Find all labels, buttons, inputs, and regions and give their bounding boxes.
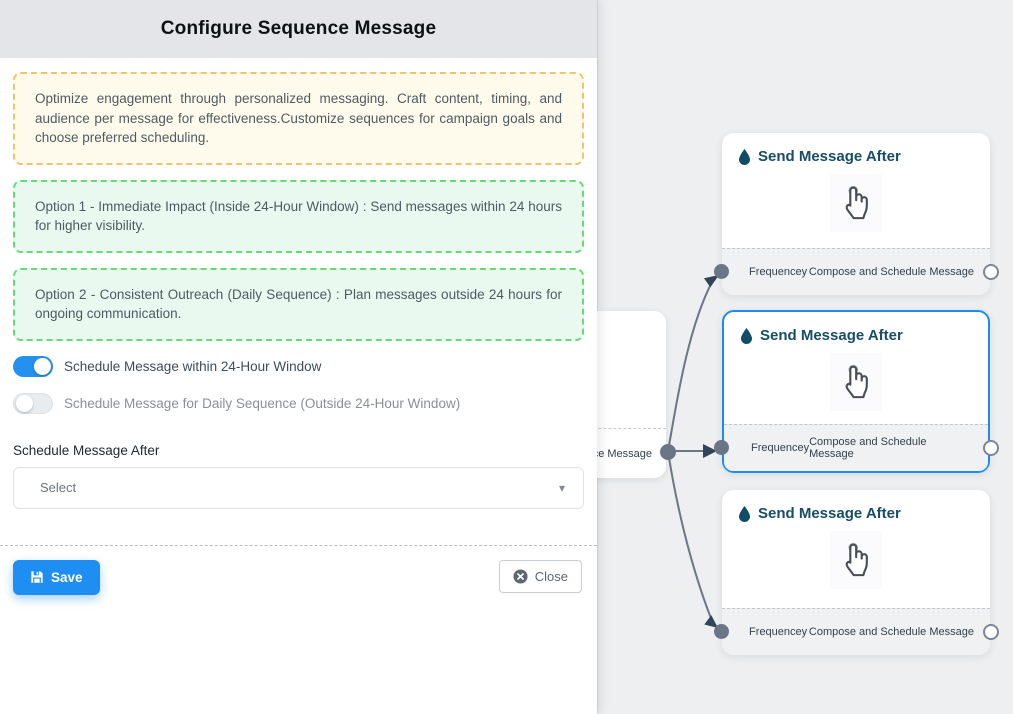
node-title: Send Message After bbox=[758, 505, 901, 522]
frequency-handle-label: Frequencey bbox=[749, 626, 808, 638]
hand-pointer-icon bbox=[845, 364, 868, 399]
toggle-24hour-window[interactable] bbox=[13, 355, 53, 377]
hand-pointer-icon bbox=[845, 542, 868, 577]
source-handle-ring[interactable] bbox=[983, 440, 999, 456]
save-icon bbox=[31, 571, 43, 583]
parent-node-handle-label: ce Message bbox=[592, 447, 652, 460]
tap-icon-box bbox=[830, 353, 882, 411]
node-footer: Frequencey Compose and Schedule Message bbox=[722, 608, 990, 655]
flow-edge-top[interactable] bbox=[667, 281, 713, 452]
node-footer: Frequencey Compose and Schedule Message bbox=[724, 424, 988, 471]
schedule-after-select[interactable]: Select ▾ bbox=[13, 466, 584, 509]
modal-header: Configure Sequence Message bbox=[0, 0, 597, 58]
option1-note: Option 1 - Immediate Impact (Inside 24-H… bbox=[13, 179, 584, 253]
target-handle-dot[interactable] bbox=[714, 264, 729, 279]
chevron-down-icon: ▾ bbox=[558, 480, 565, 495]
target-handle-dot[interactable] bbox=[714, 440, 729, 455]
source-handle-dot[interactable] bbox=[660, 444, 676, 460]
flow-canvas[interactable]: ce Message Send Message After Frequencey… bbox=[534, 0, 1013, 714]
compose-handle-label: Compose and Schedule Message bbox=[808, 266, 974, 278]
hand-pointer-icon bbox=[845, 185, 868, 220]
compose-handle-label: Compose and Schedule Message bbox=[809, 436, 927, 460]
close-circle-icon bbox=[513, 568, 528, 584]
flow-edge-bottom[interactable] bbox=[667, 450, 713, 622]
save-button-label: Save bbox=[51, 569, 83, 585]
water-drop-icon bbox=[741, 327, 752, 344]
node-send-message-after-3[interactable]: Send Message After Frequencey Compose an… bbox=[714, 490, 999, 655]
select-value: Select bbox=[40, 480, 77, 495]
frequency-handle-label: Frequencey bbox=[749, 266, 808, 278]
source-handle-ring[interactable] bbox=[983, 624, 999, 640]
close-button-label: Close bbox=[534, 568, 568, 584]
close-button[interactable]: Close bbox=[498, 559, 582, 593]
schedule-after-label: Schedule Message After bbox=[13, 442, 160, 458]
node-send-message-after-1[interactable]: Send Message After Frequencey Compose an… bbox=[714, 133, 999, 295]
footer-divider bbox=[0, 544, 597, 546]
node-send-message-after-2[interactable]: Send Message After Frequencey Compose an… bbox=[714, 310, 999, 473]
option2-note: Option 2 - Consistent Outreach (Daily Se… bbox=[13, 267, 584, 341]
toggle-knob bbox=[16, 394, 33, 412]
save-button[interactable]: Save bbox=[13, 559, 100, 595]
node-footer: Frequencey Compose and Schedule Message bbox=[722, 248, 990, 295]
source-handle-ring[interactable] bbox=[983, 264, 999, 280]
tap-icon-box bbox=[830, 531, 882, 589]
water-drop-icon bbox=[739, 148, 750, 165]
toggle-daily-sequence[interactable] bbox=[13, 392, 53, 414]
target-handle-dot[interactable] bbox=[714, 624, 729, 639]
tap-icon-box bbox=[830, 174, 882, 232]
modal-title: Configure Sequence Message bbox=[160, 18, 437, 39]
node-title: Send Message After bbox=[758, 148, 901, 165]
intro-note: Optimize engagement through personalized… bbox=[13, 72, 584, 165]
toggle-24hour-window-label: Schedule Message within 24-Hour Window bbox=[64, 358, 322, 374]
toggle-knob bbox=[34, 357, 51, 375]
water-drop-icon bbox=[739, 505, 750, 522]
node-title: Send Message After bbox=[760, 327, 903, 344]
configure-sequence-modal: Configure Sequence Message Optimize enga… bbox=[0, 0, 597, 595]
compose-handle-label: Compose and Schedule Message bbox=[808, 626, 974, 638]
frequency-handle-label: Frequencey bbox=[751, 442, 810, 454]
toggle-daily-sequence-label: Schedule Message for Daily Sequence (Out… bbox=[64, 395, 461, 411]
